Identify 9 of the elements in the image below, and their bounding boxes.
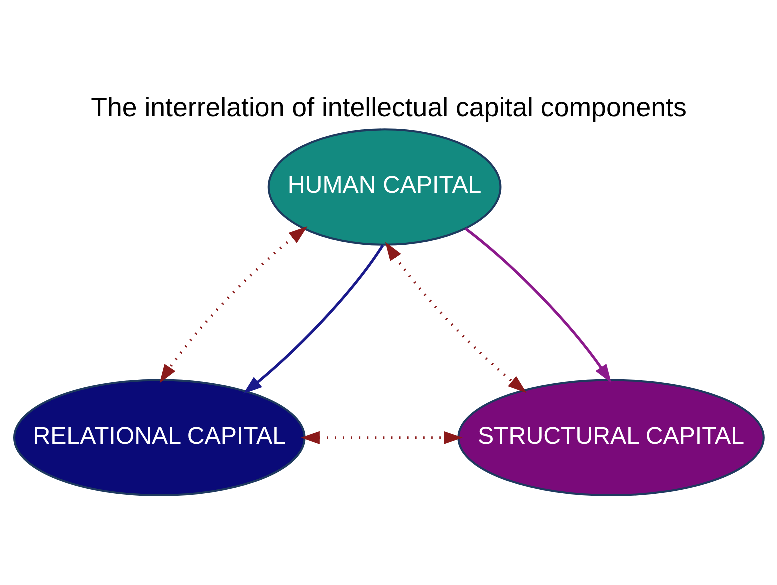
arrow	[384, 242, 526, 394]
node-ellipse: STRUCTURAL CAPITAL	[457, 379, 764, 497]
node-ellipse: RELATIONAL CAPITAL	[12, 379, 306, 497]
arrow	[159, 226, 308, 384]
node-ellipse: HUMAN CAPITAL	[267, 128, 502, 246]
arrow	[243, 244, 384, 394]
arrow	[464, 228, 612, 384]
arrow	[300, 431, 462, 444]
diagram-title: The interrelation of intellectual capital components	[90, 92, 686, 122]
